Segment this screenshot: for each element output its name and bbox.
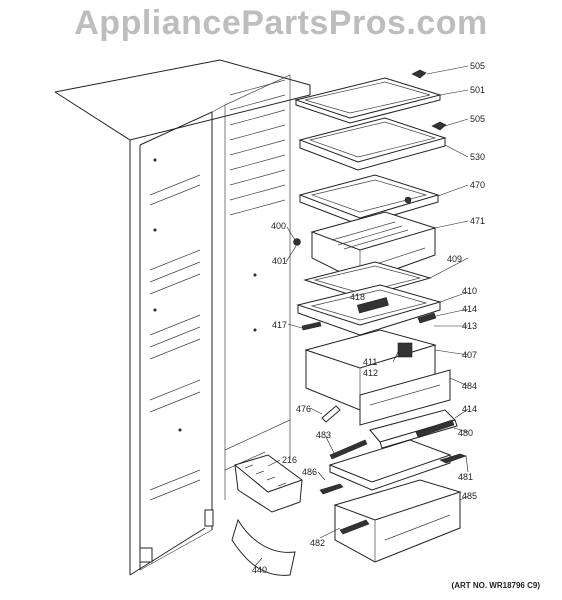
callout-216: 216 (282, 455, 298, 465)
callout-401: 401 (272, 256, 288, 266)
callout-470: 470 (470, 180, 486, 190)
callout-440: 440 (252, 565, 268, 575)
callout-501: 501 (470, 85, 486, 95)
callout-413: 413 (462, 321, 478, 331)
rod-476 (321, 405, 341, 423)
drawer-cover-414 (369, 409, 458, 449)
callout-480: 480 (458, 428, 474, 438)
callout-412: 412 (363, 368, 379, 378)
callout-410: 410 (462, 286, 478, 296)
callout-481: 481 (458, 472, 474, 482)
callout-484: 484 (462, 381, 478, 391)
callout-407: 407 (462, 350, 478, 360)
bin-216 (233, 454, 304, 513)
cover-frame-410 (296, 284, 442, 336)
callout-530: 530 (470, 152, 486, 162)
callout-505a: 505 (470, 61, 486, 71)
cover-frame-470 (298, 174, 440, 226)
callout-505b: 505 (470, 114, 486, 124)
callout-414a: 414 (462, 304, 478, 314)
callout-409: 409 (447, 254, 463, 264)
callout-418: 418 (350, 292, 366, 302)
drawer-front-484 (359, 369, 451, 426)
shelf-530 (298, 117, 447, 171)
callout-482: 482 (310, 538, 326, 548)
callout-471: 471 (470, 216, 486, 226)
callout-414b: 414 (462, 404, 478, 414)
drawer-485 (333, 479, 462, 563)
callout-486: 486 (302, 467, 318, 477)
art-number-label: (ART NO. WR18796 C9) (451, 581, 540, 590)
callout-400: 400 (271, 221, 287, 231)
callout-483: 483 (316, 430, 332, 440)
shield-440 (231, 518, 296, 576)
callout-476: 476 (296, 404, 312, 414)
leader-lines (254, 65, 469, 567)
callout-411: 411 (363, 357, 378, 367)
callout-417: 417 (272, 320, 288, 330)
callout-485: 485 (462, 491, 478, 501)
cabinet-liner (54, 59, 311, 576)
rails-483-480 (319, 419, 467, 495)
shelf-501 (294, 69, 442, 124)
